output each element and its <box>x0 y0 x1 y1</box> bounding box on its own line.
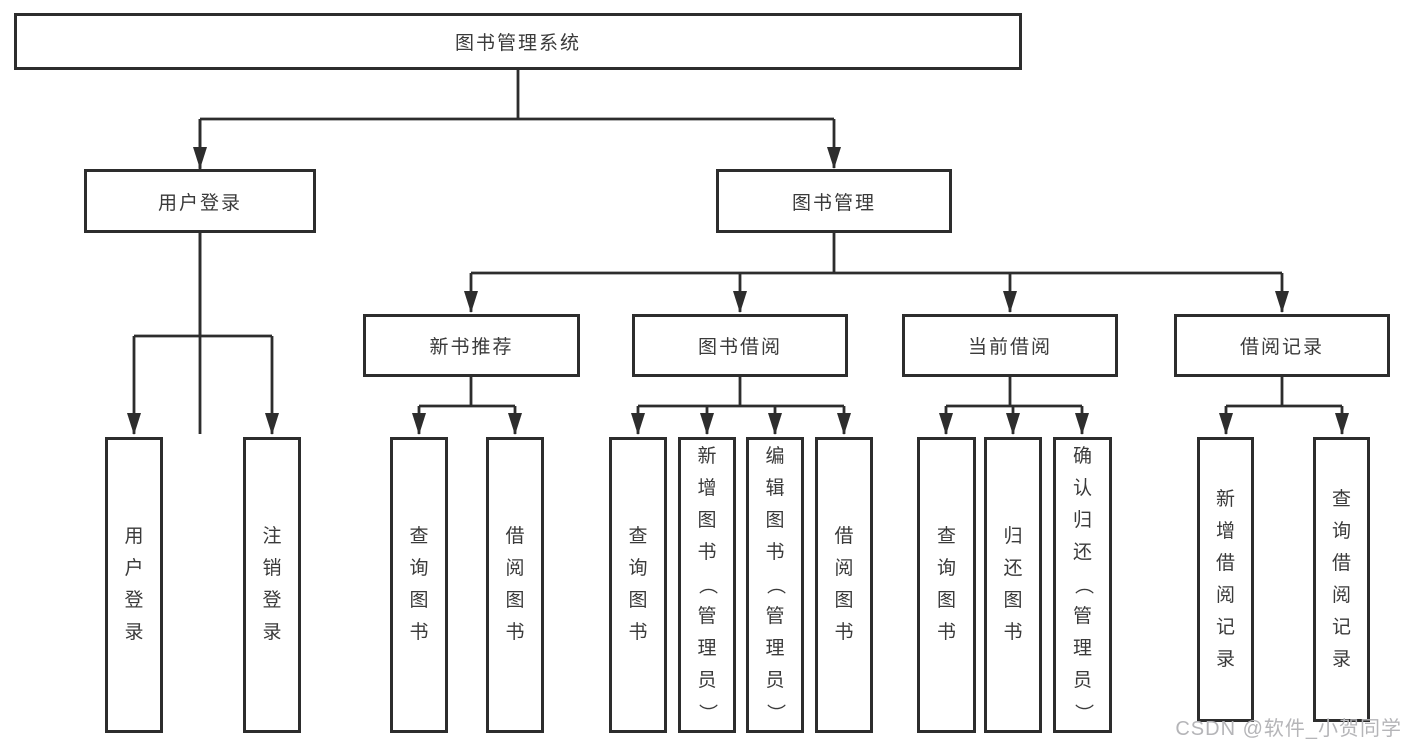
leaf-recommend-borrow-books-label: 借阅图书 <box>505 526 525 643</box>
leaf-user-login: 用户登录 <box>105 437 163 733</box>
node-book-management-label: 图书管理 <box>791 192 876 214</box>
leaf-confirm-return-admin-label: 确认归还（管理员） <box>1072 446 1094 723</box>
leaf-borrow-borrow-books: 借阅图书 <box>815 437 873 733</box>
leaf-add-book-admin-label: 新增图书（管理员） <box>696 446 718 723</box>
node-book-borrow-label: 图书借阅 <box>697 337 782 358</box>
leaf-confirm-return-admin: 确认归还（管理员） <box>1053 437 1112 733</box>
leaf-recommend-query-books: 查询图书 <box>390 437 448 733</box>
leaf-edit-book-admin-label: 编辑图书（管理员） <box>764 446 786 723</box>
node-library-system: 图书管理系统 <box>14 13 1022 70</box>
leaf-logout-label: 注销登录 <box>262 526 282 643</box>
leaf-current-query-books: 查询图书 <box>917 437 976 733</box>
node-current-borrow: 当前借阅 <box>902 314 1118 377</box>
leaf-borrow-borrow-books-label: 借阅图书 <box>834 526 854 643</box>
node-new-book-recommend: 新书推荐 <box>363 314 580 377</box>
node-book-management: 图书管理 <box>716 169 952 233</box>
node-borrow-records-label: 借阅记录 <box>1239 337 1324 358</box>
leaf-current-query-books-label: 查询图书 <box>936 526 956 643</box>
node-current-borrow-label: 当前借阅 <box>967 337 1052 358</box>
leaf-query-borrow-record: 查询借阅记录 <box>1313 437 1370 722</box>
leaf-recommend-query-books-label: 查询图书 <box>409 526 429 643</box>
leaf-borrow-query-books: 查询图书 <box>609 437 667 733</box>
leaf-add-borrow-record-label: 新增借阅记录 <box>1215 488 1235 670</box>
node-user-login-label: 用户登录 <box>157 192 242 214</box>
leaf-borrow-query-books-label: 查询图书 <box>628 526 648 643</box>
leaf-return-books: 归还图书 <box>984 437 1042 733</box>
leaf-return-books-label: 归还图书 <box>1003 526 1023 643</box>
leaf-logout: 注销登录 <box>243 437 301 733</box>
leaf-query-borrow-record-label: 查询借阅记录 <box>1331 488 1351 670</box>
node-borrow-records: 借阅记录 <box>1174 314 1390 377</box>
leaf-recommend-borrow-books: 借阅图书 <box>486 437 544 733</box>
node-new-book-recommend-label: 新书推荐 <box>429 337 514 358</box>
node-book-borrow: 图书借阅 <box>632 314 848 377</box>
leaf-add-borrow-record: 新增借阅记录 <box>1197 437 1254 722</box>
node-user-login: 用户登录 <box>84 169 316 233</box>
leaf-edit-book-admin: 编辑图书（管理员） <box>746 437 804 733</box>
leaf-user-login-label: 用户登录 <box>124 526 144 643</box>
node-library-system-label: 图书管理系统 <box>454 33 581 54</box>
csdn-watermark: CSDN @软件_小贺同学 <box>1175 718 1402 740</box>
leaf-add-book-admin: 新增图书（管理员） <box>678 437 736 733</box>
